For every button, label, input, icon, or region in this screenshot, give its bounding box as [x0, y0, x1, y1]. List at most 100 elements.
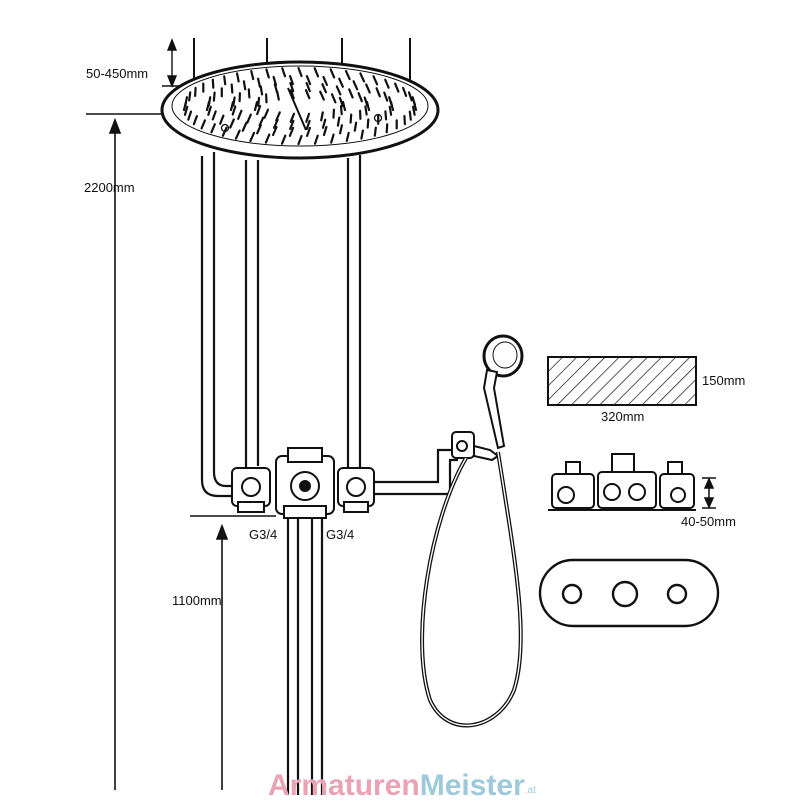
hand-shower — [482, 334, 524, 450]
nozzle — [383, 91, 389, 102]
head-height-dimension — [108, 117, 122, 790]
box-height-label: 150mm — [702, 373, 745, 388]
watermark-brand-part1: Armaturen — [268, 769, 420, 800]
nozzle — [249, 131, 256, 142]
nozzle — [339, 124, 343, 135]
rain-shower-head — [160, 60, 440, 160]
hand-shower-holder — [451, 431, 500, 462]
box-width-label: 320mm — [601, 409, 644, 424]
nozzle — [281, 67, 287, 78]
nozzle — [250, 69, 255, 81]
nozzle — [345, 131, 350, 142]
nozzle — [352, 80, 359, 91]
nozzle — [388, 105, 393, 116]
nozzle — [339, 104, 343, 116]
nozzle — [305, 74, 312, 86]
nozzle — [403, 114, 406, 126]
nozzle — [276, 90, 280, 101]
nozzle — [349, 113, 353, 124]
nozzle — [336, 116, 341, 127]
inlet-left-label: G3/4 — [249, 527, 277, 542]
nozzle — [360, 129, 364, 140]
nozzle — [247, 88, 251, 99]
nozzle — [256, 124, 262, 135]
nozzle — [241, 121, 248, 132]
nozzle — [264, 133, 271, 144]
svg-text:ArmaturenMeister.at: ArmaturenMeister.at — [268, 769, 536, 800]
nozzle — [408, 110, 412, 121]
nozzle — [288, 126, 295, 137]
nozzle — [322, 125, 328, 137]
valve-height-dimension — [215, 523, 229, 790]
watermark-brand-part2: Meister — [420, 769, 525, 800]
nozzle — [357, 92, 363, 103]
nozzle — [289, 112, 296, 123]
watermark-tld: .at — [525, 785, 536, 796]
nozzle — [207, 105, 212, 116]
nozzle — [384, 110, 388, 121]
nozzle — [280, 134, 287, 145]
supply-pipes — [200, 152, 362, 498]
nozzle — [304, 89, 311, 100]
nozzle — [297, 66, 303, 78]
nozzle — [322, 75, 328, 87]
nozzle — [330, 133, 335, 144]
nozzle — [412, 105, 416, 116]
nozzle — [246, 113, 252, 124]
wall-depth-dimension — [702, 477, 716, 509]
nozzle — [335, 85, 342, 96]
nozzle — [338, 77, 344, 88]
inlet-right-label: G3/4 — [326, 527, 354, 542]
nozzle — [184, 96, 188, 107]
nozzle — [306, 126, 311, 137]
nozzle — [237, 109, 243, 120]
nozzle — [313, 134, 319, 145]
installation-box-hatched — [547, 356, 697, 406]
nozzle — [344, 69, 351, 81]
valve-height-label: 1100mm — [172, 593, 222, 608]
nozzle — [366, 118, 370, 129]
nozzle — [348, 88, 354, 99]
nozzle — [407, 91, 413, 102]
nozzle — [305, 81, 311, 93]
nozzle — [373, 126, 377, 137]
nozzle — [258, 116, 265, 127]
watermark-logo: ArmaturenMeister.at — [268, 769, 536, 800]
nozzle — [330, 93, 337, 104]
nozzle — [359, 72, 366, 83]
nozzle — [229, 118, 235, 129]
nozzle — [375, 87, 381, 98]
nozzle — [212, 91, 216, 102]
nozzle — [289, 74, 294, 86]
nozzle — [305, 112, 311, 123]
cover-plate — [538, 558, 720, 628]
nozzle — [211, 110, 217, 121]
head-offset-dimension — [162, 38, 186, 88]
nozzle — [319, 90, 325, 101]
nozzle — [353, 121, 358, 132]
inlet-pipes — [286, 518, 324, 795]
nozzle — [385, 123, 389, 134]
nozzle — [234, 129, 241, 140]
nozzle — [363, 96, 369, 107]
nozzle — [192, 114, 198, 126]
nozzle — [232, 96, 236, 107]
nozzle — [265, 68, 270, 79]
valve-side-view — [548, 453, 696, 511]
thermostat-knob — [611, 580, 639, 608]
nozzle — [289, 81, 295, 93]
nozzle — [364, 105, 368, 116]
nozzle — [207, 96, 212, 107]
nozzle — [219, 114, 225, 125]
nozzle — [200, 119, 206, 130]
nozzle — [321, 83, 327, 94]
nozzle — [263, 108, 270, 119]
nozzle — [211, 78, 215, 89]
nozzle — [372, 75, 379, 86]
nozzle — [289, 89, 295, 100]
shower-head-nozzles — [182, 66, 418, 146]
nozzle — [183, 105, 189, 116]
concealed-valve-body — [231, 447, 375, 519]
nozzle — [210, 123, 216, 134]
